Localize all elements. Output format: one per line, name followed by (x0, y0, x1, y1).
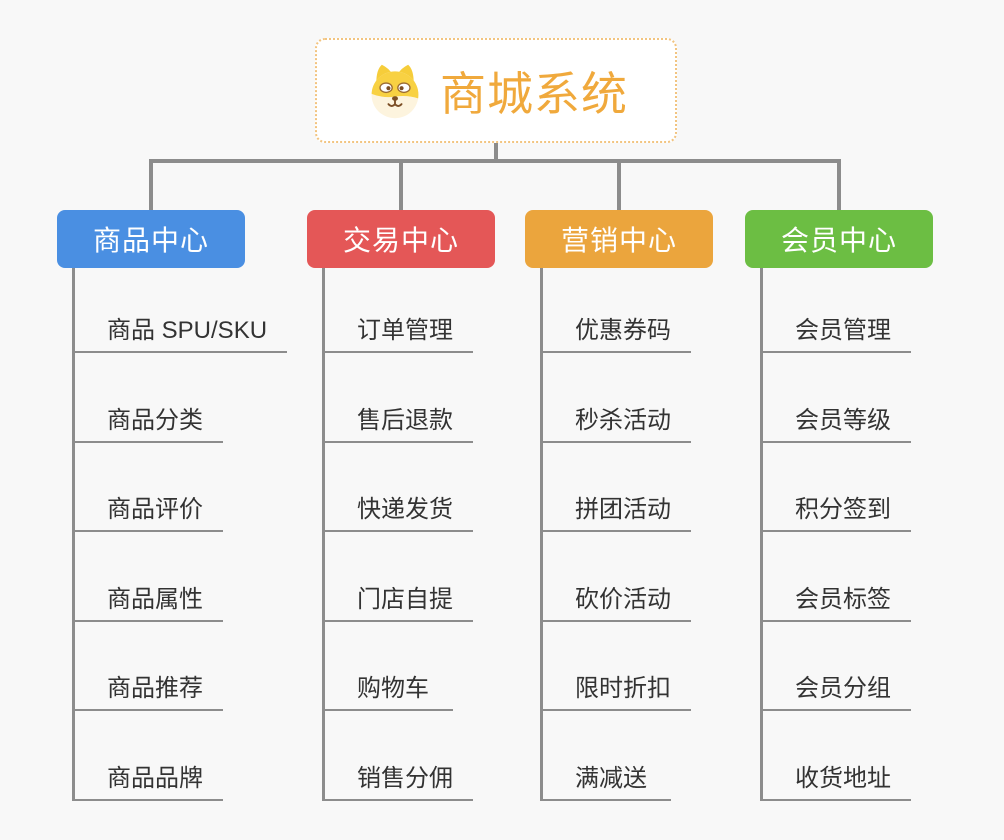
leaf-node[interactable]: 会员等级 (761, 353, 911, 443)
leaf-node[interactable]: 拼团活动 (541, 443, 691, 532)
leaf-node[interactable]: 收货地址 (761, 711, 911, 801)
branch-marketing-center: 营销中心 优惠券码 秒杀活动 拼团活动 砍价活动 限时折扣 满减送 (525, 210, 713, 801)
leaf-node[interactable]: 快递发货 (323, 443, 473, 532)
branch-items: 优惠券码 秒杀活动 拼团活动 砍价活动 限时折扣 满减送 (541, 268, 691, 801)
leaf-node[interactable]: 会员管理 (761, 268, 911, 353)
leaf-node[interactable]: 积分签到 (761, 443, 911, 532)
branch-spine (72, 268, 75, 801)
branch-product-center: 商品中心 商品 SPU/SKU 商品分类 商品评价 商品属性 商品推荐 商品品牌 (57, 210, 288, 801)
branch-trade-center: 交易中心 订单管理 售后退款 快递发货 门店自提 购物车 销售分佣 (307, 210, 495, 801)
branch-spine (322, 268, 325, 801)
root-title: 商城系统 (440, 67, 628, 120)
leaf-node[interactable]: 商品评价 (73, 443, 223, 532)
connector-drop-member (837, 159, 841, 210)
branch-items: 订单管理 售后退款 快递发货 门店自提 购物车 销售分佣 (323, 268, 473, 801)
connector-drop-trade (399, 159, 403, 210)
connector-drop-product (149, 159, 153, 210)
branch-member-center: 会员中心 会员管理 会员等级 积分签到 会员标签 会员分组 收货地址 (745, 210, 933, 801)
leaf-node[interactable]: 门店自提 (323, 532, 473, 622)
leaf-node[interactable]: 购物车 (323, 622, 453, 711)
connector-bus (149, 159, 841, 163)
branch-node-trade-center[interactable]: 交易中心 (307, 210, 495, 268)
branch-spine (540, 268, 543, 801)
dog-face-icon (371, 64, 419, 118)
branch-items: 商品 SPU/SKU 商品分类 商品评价 商品属性 商品推荐 商品品牌 (73, 268, 288, 801)
leaf-node[interactable]: 售后退款 (323, 353, 473, 443)
connector-drop-marketing (617, 159, 621, 210)
leaf-node[interactable]: 优惠券码 (541, 268, 691, 353)
leaf-node[interactable]: 秒杀活动 (541, 353, 691, 443)
leaf-node[interactable]: 会员分组 (761, 622, 911, 711)
leaf-node[interactable]: 商品 SPU/SKU (73, 268, 288, 353)
leaf-node[interactable]: 会员标签 (761, 532, 911, 622)
branch-spine (760, 268, 763, 801)
leaf-node[interactable]: 满减送 (541, 711, 671, 801)
leaf-node[interactable]: 限时折扣 (541, 622, 691, 711)
branch-node-member-center[interactable]: 会员中心 (745, 210, 933, 268)
leaf-node[interactable]: 商品推荐 (73, 622, 223, 711)
branch-node-product-center[interactable]: 商品中心 (57, 210, 245, 268)
connector-root-stub (494, 141, 498, 161)
branch-items: 会员管理 会员等级 积分签到 会员标签 会员分组 收货地址 (761, 268, 911, 801)
leaf-node[interactable]: 商品属性 (73, 532, 223, 622)
leaf-node[interactable]: 订单管理 (323, 268, 473, 353)
leaf-node[interactable]: 砍价活动 (541, 532, 691, 622)
leaf-node[interactable]: 商品品牌 (73, 711, 223, 801)
branch-node-marketing-center[interactable]: 营销中心 (525, 210, 713, 268)
leaf-node[interactable]: 商品分类 (73, 353, 223, 443)
root-node[interactable]: 商城系统 (315, 38, 677, 143)
leaf-node[interactable]: 销售分佣 (323, 711, 473, 801)
